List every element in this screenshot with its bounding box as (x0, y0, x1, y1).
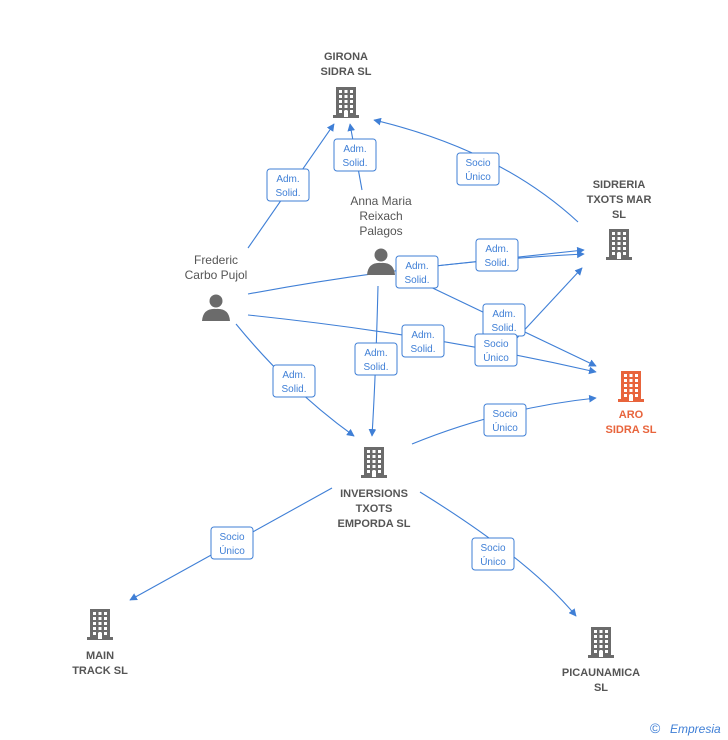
relation-label: Solid. (491, 323, 516, 334)
company-node-main[interactable]: MAIN TRACK SL (72, 609, 128, 677)
node-label: EMPORDA SL (338, 518, 411, 530)
relation-label: Socio (480, 543, 505, 554)
building-icon (606, 229, 632, 260)
relation-label: Adm. (282, 370, 305, 381)
node-label: TRACK SL (72, 665, 128, 677)
relation-label: Socio (492, 409, 517, 420)
relation-label: Socio (219, 532, 244, 543)
company-node-sidreria[interactable]: SIDRERIA TXOTS MAR SL (587, 179, 652, 260)
relation-label: Socio (465, 158, 490, 169)
relation-label: Solid. (484, 258, 509, 269)
relation-label: Solid. (342, 158, 367, 169)
relation-label: Socio (483, 339, 508, 350)
node-label: TXOTS MAR (587, 194, 652, 206)
relation-badge[interactable]: Adm. Solid. (401, 324, 445, 358)
node-label: INVERSIONS (340, 488, 408, 500)
relation-label: Solid. (281, 384, 306, 395)
building-icon (361, 447, 387, 478)
node-label: MAIN (86, 650, 114, 662)
node-label: SIDRERIA (593, 179, 646, 191)
node-label: Palagos (359, 224, 402, 238)
relation-label: Adm. (405, 261, 428, 272)
relation-badge[interactable]: Adm. Solid. (482, 303, 526, 337)
relation-label: Único (219, 544, 245, 557)
node-label: Anna Maria (350, 194, 412, 208)
relation-label: Solid. (275, 188, 300, 199)
footer: © Empresia (650, 720, 721, 736)
company-node-aro[interactable]: ARO SIDRA SL (606, 371, 657, 436)
building-icon (618, 371, 644, 402)
relation-label: Único (492, 421, 518, 434)
relation-label: Adm. (492, 309, 515, 320)
node-label: SL (612, 209, 626, 221)
relation-label: Adm. (411, 330, 434, 341)
node-label: Carbo Pujol (185, 268, 248, 282)
relation-label: Adm. (485, 244, 508, 255)
relation-label: Único (483, 351, 509, 364)
relation-label: Solid. (404, 275, 429, 286)
node-label: Reixach (359, 209, 402, 223)
copyright-symbol: © (650, 720, 661, 736)
relation-label: Único (480, 555, 506, 568)
relation-badge[interactable]: Adm. Solid. (266, 168, 310, 202)
company-node-inversions[interactable]: INVERSIONS TXOTS EMPORDA SL (338, 447, 411, 530)
brand-logo: Empresia (670, 722, 721, 736)
relation-label: Adm. (276, 174, 299, 185)
relation-badge[interactable]: Adm. Solid. (395, 255, 439, 289)
company-node-girona[interactable]: GIRONA SIDRA SL (321, 51, 372, 118)
relation-badge[interactable]: Adm. Solid. (333, 138, 377, 172)
relation-badge[interactable]: Adm. Solid. (354, 342, 398, 376)
relation-label: Único (465, 170, 491, 183)
node-label: ARO (619, 409, 644, 421)
node-label: TXOTS (356, 503, 393, 515)
node-label: SL (594, 682, 608, 694)
relation-label: Solid. (410, 344, 435, 355)
person-icon (202, 294, 230, 321)
person-icon (367, 248, 395, 275)
relation-label: Adm. (364, 348, 387, 359)
building-icon (588, 627, 614, 658)
node-label: SIDRA SL (606, 424, 657, 436)
node-label: SIDRA SL (321, 66, 372, 78)
building-icon (333, 87, 359, 118)
node-label: PICAUNAMICA (562, 667, 640, 679)
relation-label: Adm. (343, 144, 366, 155)
company-node-picau[interactable]: PICAUNAMICA SL (562, 627, 640, 694)
relation-label: Solid. (363, 362, 388, 373)
building-icon (87, 609, 113, 640)
relation-badge[interactable]: Adm. Solid. (272, 364, 316, 398)
relation-badge[interactable]: Adm. Solid. (475, 238, 519, 272)
node-label: GIRONA (324, 51, 368, 63)
node-label: Frederic (194, 253, 238, 267)
